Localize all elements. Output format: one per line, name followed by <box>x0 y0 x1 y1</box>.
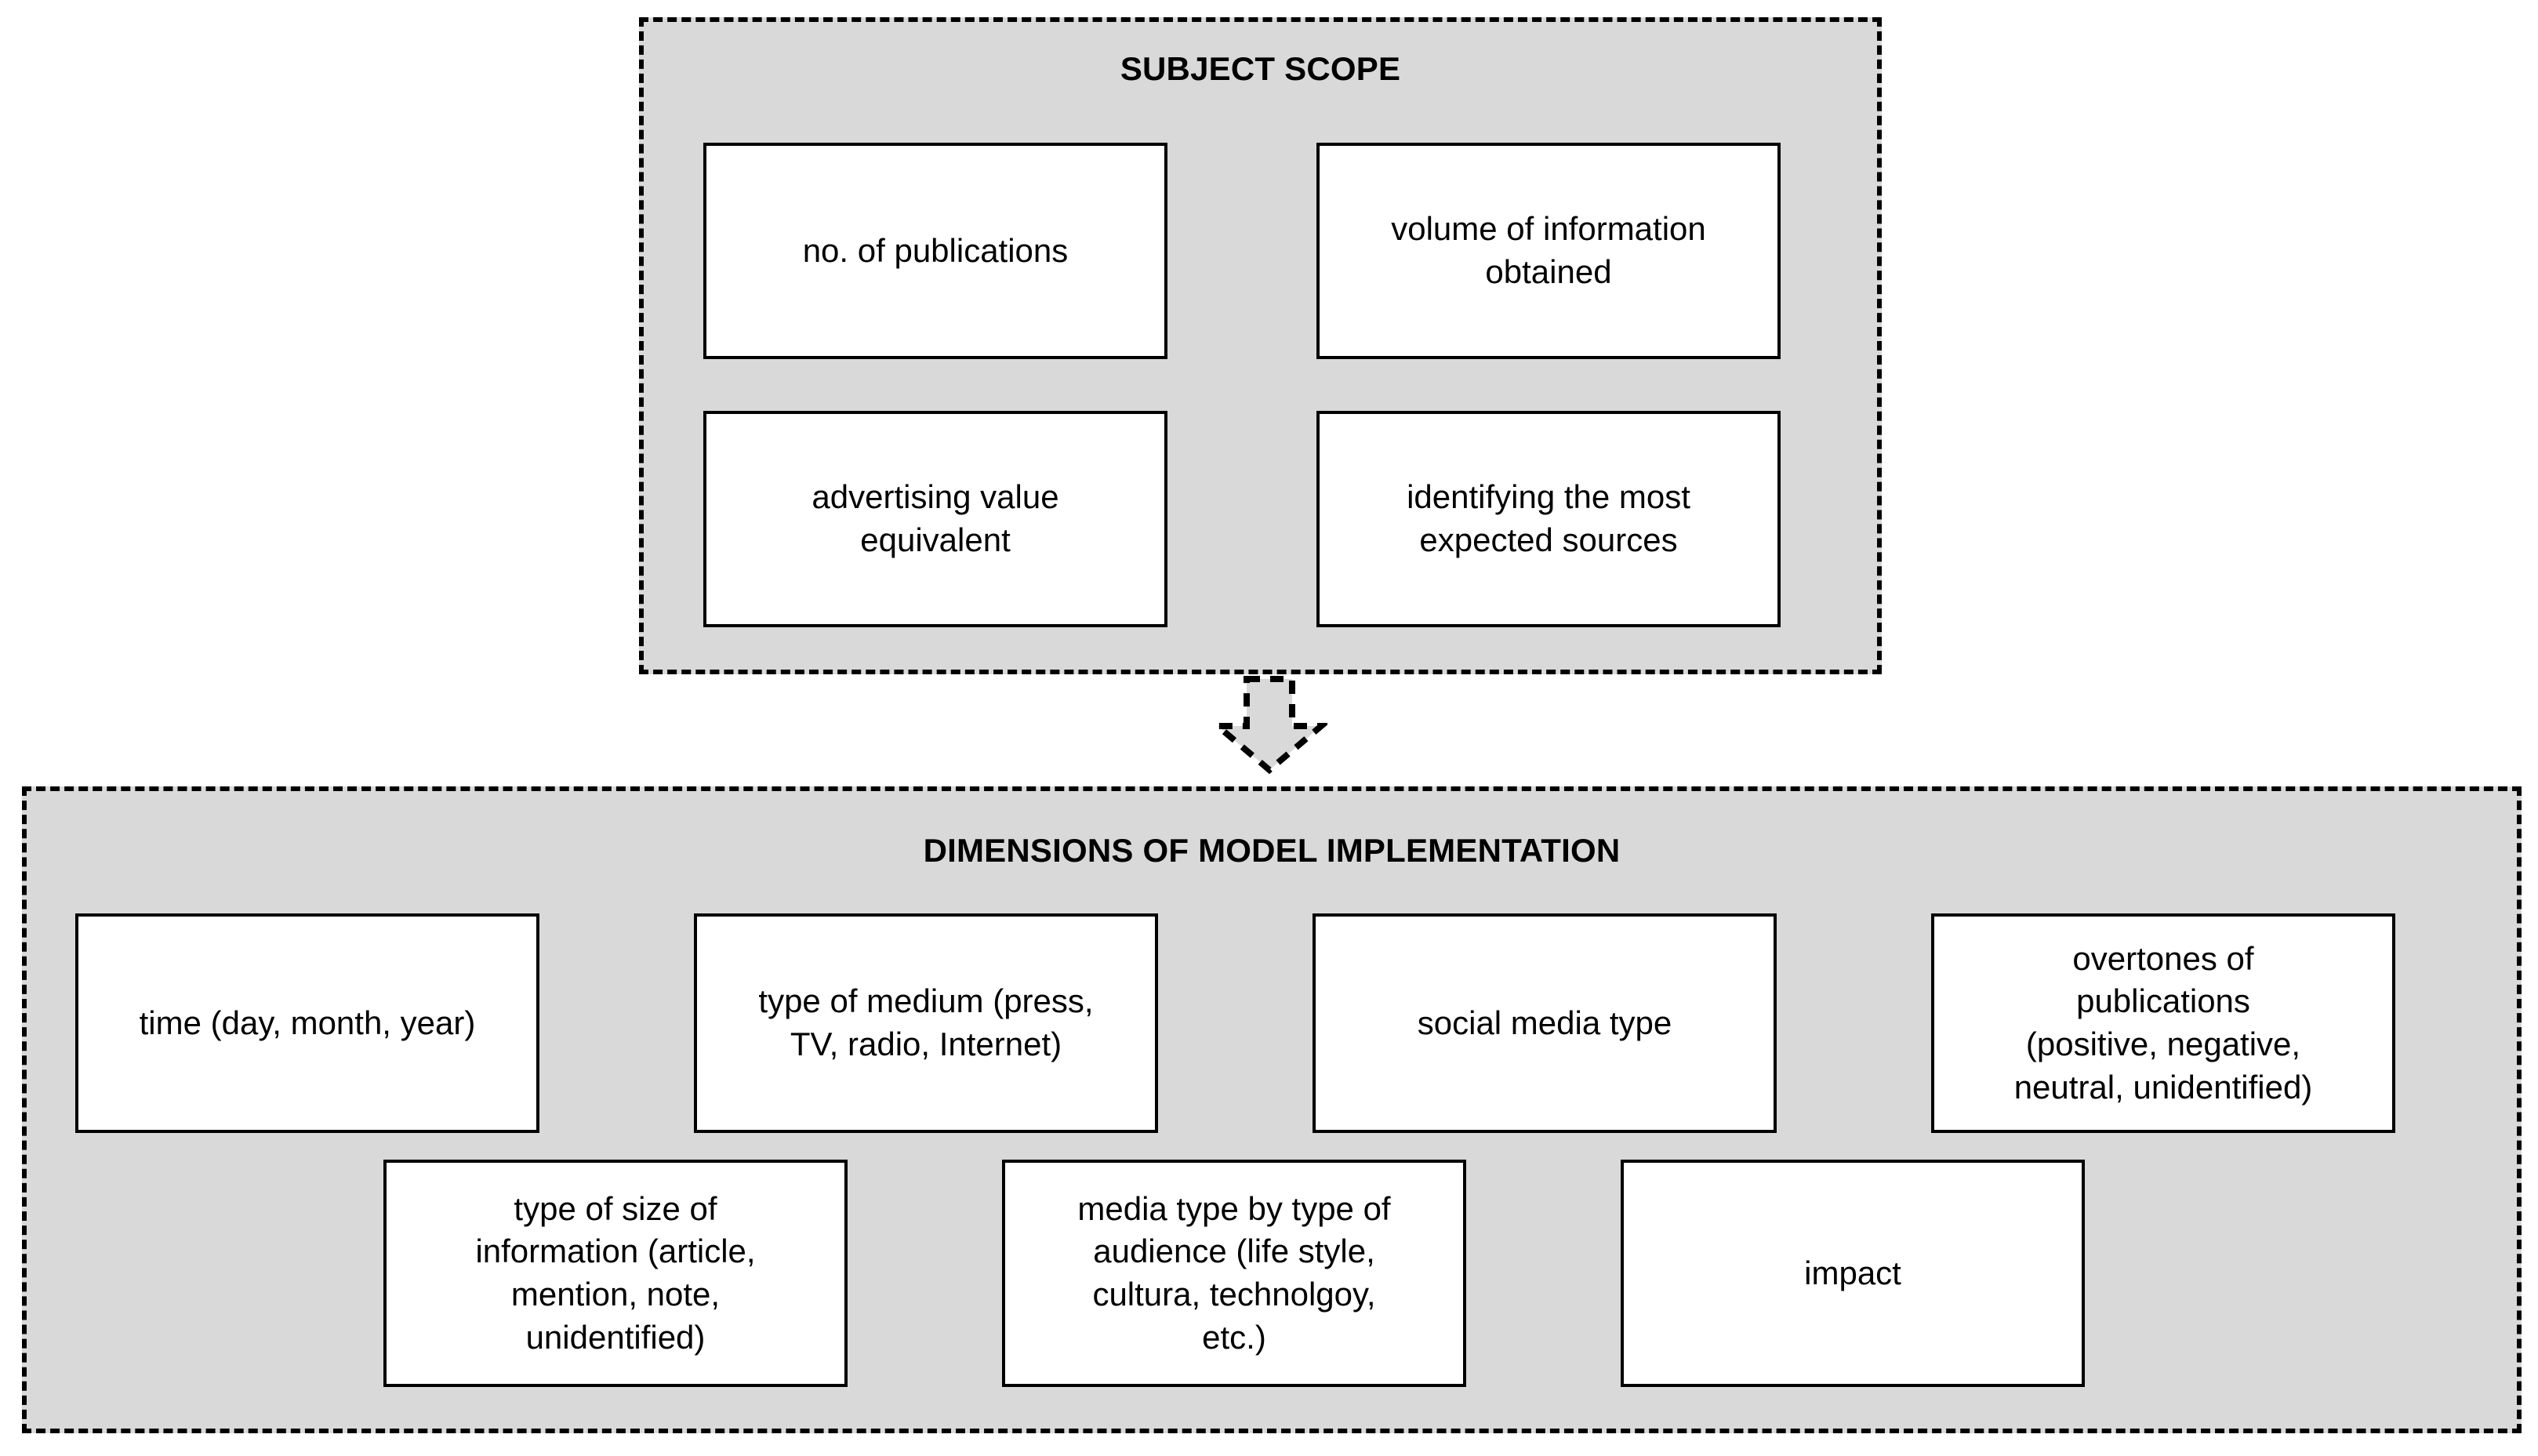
section-subject-scope: SUBJECT SCOPE no. of publications volume… <box>639 17 1882 674</box>
section-dimensions-of-model-implementation: DIMENSIONS OF MODEL IMPLEMENTATION time … <box>22 786 2522 1433</box>
box-media-type-by-audience: media type by type of audience (life sty… <box>1002 1160 1466 1387</box>
arrow-down-icon <box>1211 676 1327 776</box>
box-no-of-publications: no. of publications <box>703 143 1167 359</box>
section-title-dimensions: DIMENSIONS OF MODEL IMPLEMENTATION <box>923 832 1621 869</box>
box-type-of-size-of-information: type of size of information (article, me… <box>383 1160 848 1387</box>
box-impact: impact <box>1621 1160 2085 1387</box>
box-social-media-type: social media type <box>1313 913 1777 1133</box>
box-overtones-of-publications: overtones of publications (positive, neg… <box>1931 913 2395 1133</box>
box-label: overtones of publications (positive, neg… <box>2013 939 2313 1106</box>
box-label: identifying the most expected sources <box>1407 478 1690 558</box>
box-label: type of medium (press, TV, radio, Intern… <box>758 982 1094 1062</box>
box-label: media type by type of audience (life sty… <box>1077 1189 1391 1356</box>
section-title-subject-scope: SUBJECT SCOPE <box>1120 50 1401 87</box>
box-type-of-medium: type of medium (press, TV, radio, Intern… <box>694 913 1158 1133</box>
box-label: time (day, month, year) <box>139 1004 476 1041</box>
box-identifying-expected-sources: identifying the most expected sources <box>1316 411 1781 627</box>
box-label: impact <box>1804 1254 1901 1291</box>
box-advertising-value-equivalent: advertising value equivalent <box>703 411 1167 627</box>
box-label: no. of publications <box>802 231 1069 269</box>
box-label: advertising value equivalent <box>812 478 1059 558</box>
box-time: time (day, month, year) <box>75 913 539 1133</box>
box-volume-of-information: volume of information obtained <box>1316 143 1781 359</box>
box-label: type of size of information (article, me… <box>475 1189 756 1356</box>
box-label: volume of information obtained <box>1391 210 1706 290</box>
box-label: social media type <box>1417 1004 1672 1041</box>
arrow-down-icon-shape <box>1211 676 1327 775</box>
